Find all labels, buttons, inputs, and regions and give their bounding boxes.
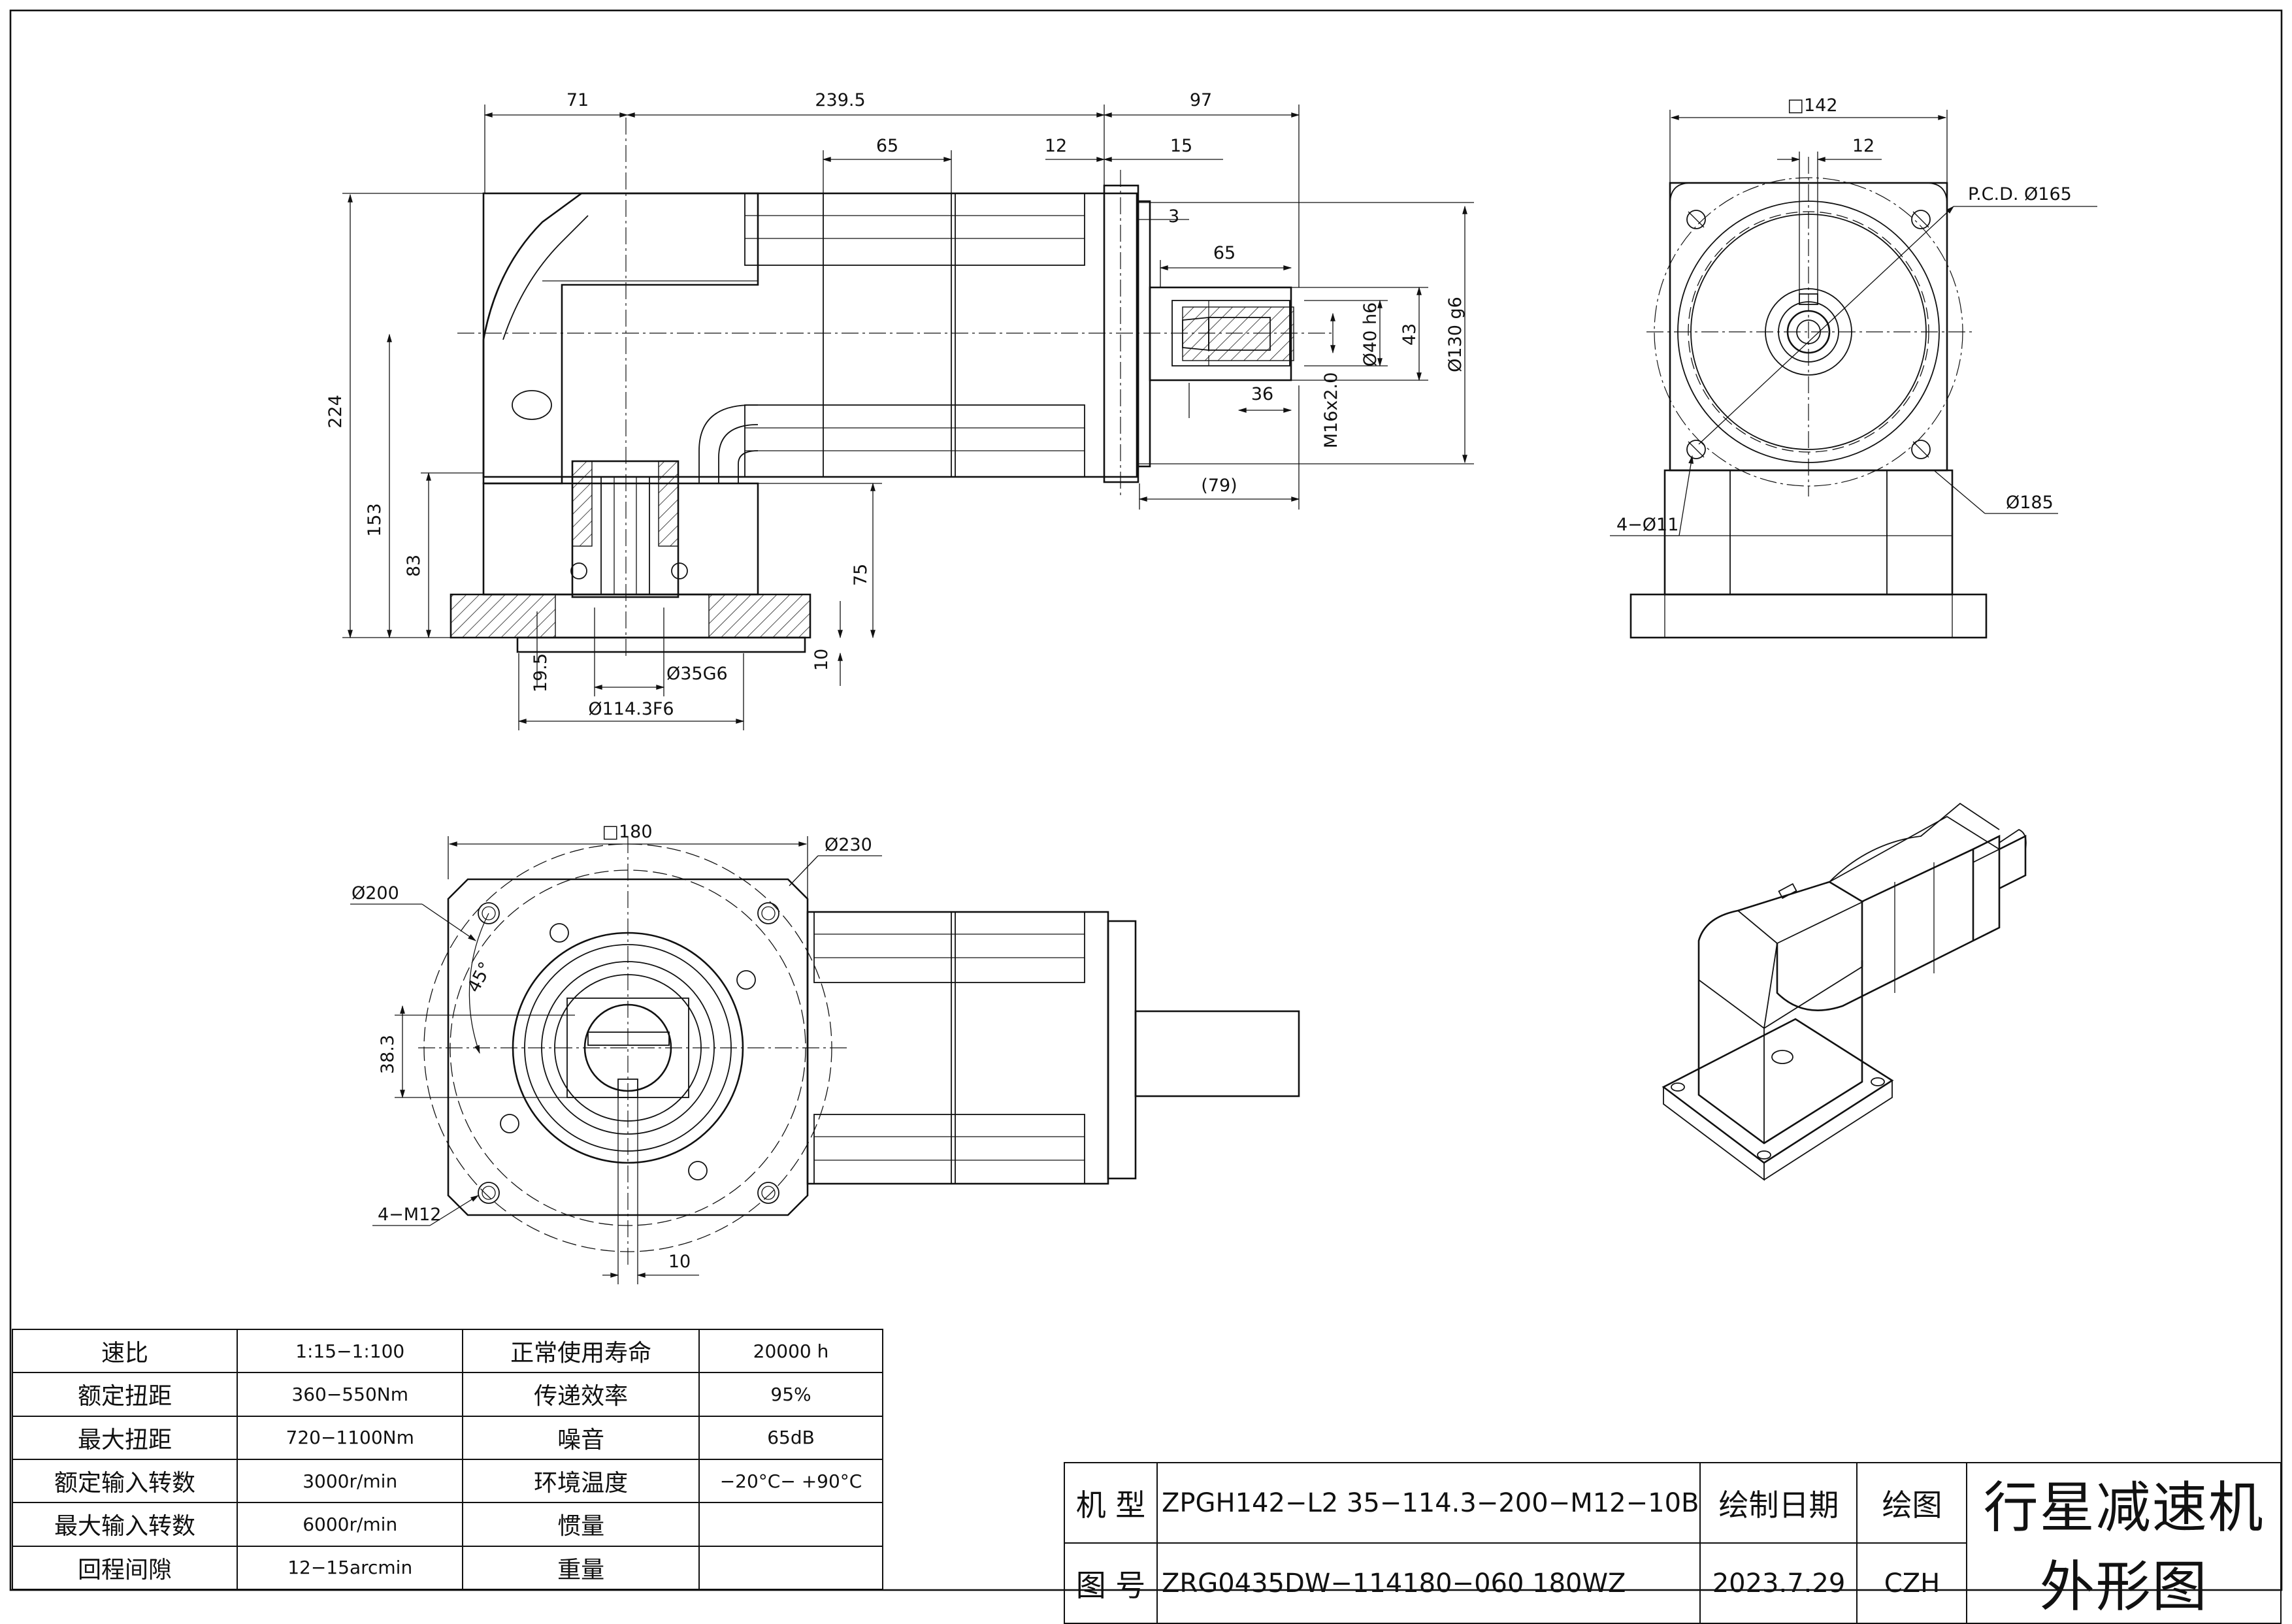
spec-value: 360−550Nm xyxy=(237,1372,464,1417)
spec-value: 65dB xyxy=(698,1415,883,1460)
spec-value: 20000 h xyxy=(698,1328,883,1374)
dim-239-5: 239.5 xyxy=(815,90,865,110)
dim-65-shaft: 65 xyxy=(1213,243,1236,263)
spec-label: 回程间隙 xyxy=(11,1545,238,1591)
dim-sq142: □142 xyxy=(1787,95,1837,116)
dim-36: 36 xyxy=(1251,384,1273,404)
spec-label: 环境温度 xyxy=(462,1458,700,1504)
dim-3: 3 xyxy=(1168,206,1179,227)
side-view: 71 239.5 97 65 12 15 3 65 36 (79) 224 15… xyxy=(325,90,1474,730)
dim-sq180: □180 xyxy=(602,822,652,842)
date-value: 2023.7.29 xyxy=(1699,1542,1858,1624)
spec-label: 噪音 xyxy=(462,1415,700,1460)
model-value: ZPGH142−L2 35−114.3−200−M12−10B xyxy=(1156,1462,1701,1544)
spec-label: 传递效率 xyxy=(462,1372,700,1417)
dim-19-5: 19.5 xyxy=(531,653,551,692)
isometric-view xyxy=(1662,802,2027,1181)
dim-d35: Ø35G6 xyxy=(666,664,728,684)
spec-value: 720−1100Nm xyxy=(237,1415,464,1460)
drawing-no-value: ZRG0435DW−114180−060 180WZ xyxy=(1156,1542,1701,1624)
dim-15: 15 xyxy=(1170,136,1192,156)
title-block: 机 型 ZPGH142−L2 35−114.3−200−M12−10B 绘制日期… xyxy=(1064,1462,2282,1624)
model-label: 机 型 xyxy=(1064,1462,1158,1544)
spec-value xyxy=(698,1545,883,1591)
dim-71: 71 xyxy=(566,90,589,110)
dim-d114: Ø114.3F6 xyxy=(588,699,674,719)
spec-label: 正常使用寿命 xyxy=(462,1328,700,1374)
spec-value: 95% xyxy=(698,1372,883,1417)
dim-153: 153 xyxy=(365,503,385,537)
dim-79: (79) xyxy=(1201,476,1237,496)
dim-d185: Ø185 xyxy=(2006,493,2054,513)
dim-4-m12: 4−M12 xyxy=(378,1205,441,1225)
drawing-no-label: 图 号 xyxy=(1064,1542,1158,1624)
date-label: 绘制日期 xyxy=(1699,1462,1858,1544)
dim-75: 75 xyxy=(851,564,871,586)
dim-4-d11: 4−Ø11 xyxy=(1616,515,1678,535)
dim-10: 10 xyxy=(811,649,832,671)
spec-label: 最大输入转数 xyxy=(11,1502,238,1547)
dim-d230: Ø230 xyxy=(825,835,872,855)
dim-d200: Ø200 xyxy=(352,883,399,903)
dim-38-3: 38.3 xyxy=(378,1035,398,1074)
spec-label: 速比 xyxy=(11,1328,238,1374)
spec-value: −20°C− +90°C xyxy=(698,1458,883,1504)
spec-value: 1:15−1:100 xyxy=(237,1328,464,1374)
dim-224: 224 xyxy=(325,395,346,429)
dim-65-top: 65 xyxy=(876,136,898,156)
dim-12-top: 12 xyxy=(1045,136,1067,156)
end-view: □142 12 P.C.D. Ø165 Ø185 4−Ø11 xyxy=(1610,95,2097,639)
spec-label: 惯量 xyxy=(462,1502,700,1547)
dim-97: 97 xyxy=(1190,90,1212,110)
dim-83: 83 xyxy=(404,555,424,577)
dim-12-end: 12 xyxy=(1852,136,1875,156)
dim-pcd165: P.C.D. Ø165 xyxy=(1968,184,2072,204)
spec-value: 12−15arcmin xyxy=(237,1545,464,1591)
dim-43: 43 xyxy=(1400,323,1420,346)
spec-label: 最大扭距 xyxy=(11,1415,238,1460)
dim-d40: Ø40 h6 xyxy=(1360,302,1381,366)
drawn-label: 绘图 xyxy=(1856,1462,1968,1544)
drawn-by-value: CZH xyxy=(1856,1542,1968,1624)
spec-label: 额定扭距 xyxy=(11,1372,238,1417)
spec-value: 6000r/min xyxy=(237,1502,464,1547)
spec-value xyxy=(698,1502,883,1547)
dim-m16: M16x2.0 xyxy=(1321,372,1341,449)
spec-value: 3000r/min xyxy=(237,1458,464,1504)
spec-label: 重量 xyxy=(462,1545,700,1591)
drawing-title: 行星减速机外形图 xyxy=(1966,1462,2282,1624)
dim-45deg: 45° xyxy=(464,959,497,996)
dim-10-flange: 10 xyxy=(668,1252,691,1272)
spec-label: 额定输入转数 xyxy=(11,1458,238,1504)
dim-d130: Ø130 g6 xyxy=(1445,297,1465,372)
flange-view: □180 Ø230 Ø200 45° 38.3 4−M12 10 xyxy=(350,822,1300,1284)
